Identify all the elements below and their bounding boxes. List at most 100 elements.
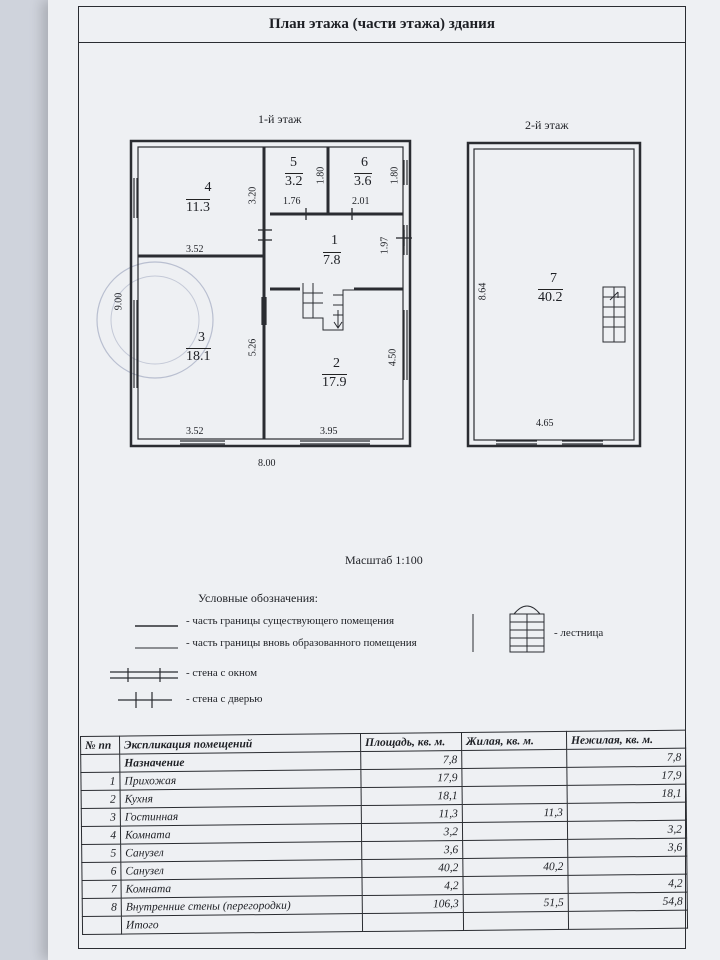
title-divider (78, 42, 686, 43)
row-nonliving: 4,2 (567, 874, 688, 894)
row-area: 3,6 (361, 840, 463, 860)
legend-window-text: - стена с окном (186, 667, 258, 679)
floor1-outline (129, 139, 412, 448)
row-nonliving: 18,1 (567, 784, 687, 804)
row-index: 8 (82, 898, 122, 917)
row-nonliving: 17,9 (566, 766, 687, 786)
room-4-number: 4 (204, 180, 212, 195)
row-living: 40,2 (462, 857, 568, 877)
row-living (461, 749, 567, 769)
room-3-number: 3 (198, 330, 205, 345)
page-title: План этажа (части этажа) здания (269, 16, 495, 32)
row-nonliving (568, 910, 688, 930)
stairs-floor1 (302, 283, 354, 331)
room-2-area: 17.9 (322, 374, 347, 390)
header-nonliving: Нежилая, кв. м. (566, 730, 686, 750)
stairs-floor2 (602, 286, 626, 343)
stamp-seal-inner (110, 275, 200, 365)
scale-label: Масштаб 1:100 (345, 553, 423, 567)
row-area: 7,8 (360, 750, 462, 770)
dim-3-52-top: 3.52 (186, 244, 204, 255)
dim-3-20: 3.20 (247, 186, 259, 205)
stamp-seal (96, 261, 214, 379)
row-area: 40,2 (361, 858, 463, 878)
floor2-label: 2-й этаж (525, 118, 569, 132)
dim-2-01: 2.01 (352, 196, 370, 207)
row-area: 17,9 (360, 768, 463, 788)
legend-title: Условные обозначения: (198, 591, 319, 605)
document-sheet (48, 0, 720, 960)
row-index: 3 (81, 808, 121, 827)
header-living: Жилая, кв. м. (461, 731, 567, 751)
floor1-inner-outline (137, 146, 404, 440)
dim-5-26: 5.26 (247, 338, 259, 357)
dim-4-65: 4.65 (536, 418, 554, 429)
row-nonliving (567, 856, 687, 876)
row-nonliving: 3,6 (567, 838, 687, 858)
legend-door-sample (118, 692, 172, 708)
dim-9-00: 9.00 (113, 292, 125, 311)
header-num: № пп (80, 736, 120, 755)
dim-1-80-a: 1.80 (315, 166, 327, 185)
row-nonliving: 54,8 (568, 892, 688, 912)
room-1-number: 1 (331, 233, 338, 248)
room-3-area: 18.1 (186, 348, 211, 364)
row-area: 4,2 (361, 876, 464, 896)
room-5-area: 3.2 (285, 173, 303, 189)
row-index: 2 (81, 790, 121, 809)
legend-door-text: - стена с дверью (186, 693, 263, 705)
room-7-number: 7 (550, 271, 557, 286)
row-area: 18,1 (361, 786, 463, 806)
row-index (82, 916, 122, 935)
row-living: 11,3 (462, 803, 568, 823)
row-index: 1 (80, 772, 121, 791)
row-living (462, 785, 568, 805)
row-nonliving: 7,8 (566, 748, 686, 768)
room-6-number: 6 (361, 155, 368, 170)
row-area: 3,2 (361, 822, 463, 842)
dim-1-97: 1.97 (379, 236, 391, 255)
row-index: 7 (82, 880, 122, 899)
legend-new-text: - часть границы вновь образованного поме… (186, 637, 417, 649)
room-7-area: 40.2 (538, 289, 563, 305)
row-index (80, 754, 120, 773)
row-area: 106,3 (362, 894, 464, 914)
room-5-number: 5 (290, 155, 297, 170)
row-living (463, 911, 569, 931)
dim-1-80-b: 1.80 (389, 166, 401, 185)
dim-3-95: 3.95 (320, 426, 338, 437)
row-index: 6 (81, 862, 122, 881)
room-6-area: 3.6 (354, 173, 372, 189)
header-area: Площадь, кв. м. (360, 732, 462, 752)
legend-existing-text: - часть границы существующего помещения (186, 615, 395, 627)
dim-1-76: 1.76 (283, 196, 301, 207)
row-living: 51,5 (463, 893, 569, 913)
legend-stairs-sample (472, 605, 545, 653)
row-index: 4 (81, 826, 121, 845)
room-4-area: 11.3 (186, 199, 210, 215)
row-area: 11,3 (361, 804, 463, 824)
floor2-outline (466, 141, 642, 448)
row-area (362, 912, 464, 932)
floor1-label: 1-й этаж (258, 112, 302, 126)
row-living (462, 821, 568, 841)
dim-4-50: 4.50 (387, 348, 399, 367)
legend-window-sample (110, 668, 178, 682)
floor2-inner-outline (473, 148, 635, 441)
dim-3-52-bottom: 3.52 (186, 426, 204, 437)
room-1-area: 7.8 (323, 252, 341, 268)
row-index: 5 (81, 844, 121, 863)
room-2-number: 2 (333, 356, 340, 371)
document-frame (78, 6, 686, 949)
row-nonliving: 3,2 (567, 820, 687, 840)
explication-table: № пп Экспликация помещений Площадь, кв. … (80, 730, 688, 935)
legend-stairs-text: - лестница (554, 627, 604, 639)
dim-8-64: 8.64 (477, 282, 489, 301)
row-living (462, 875, 569, 895)
row-nonliving (567, 802, 687, 822)
row-living (462, 839, 568, 859)
row-name: Итого (121, 913, 363, 935)
dim-8-00: 8.00 (258, 458, 276, 469)
row-living (461, 767, 568, 787)
